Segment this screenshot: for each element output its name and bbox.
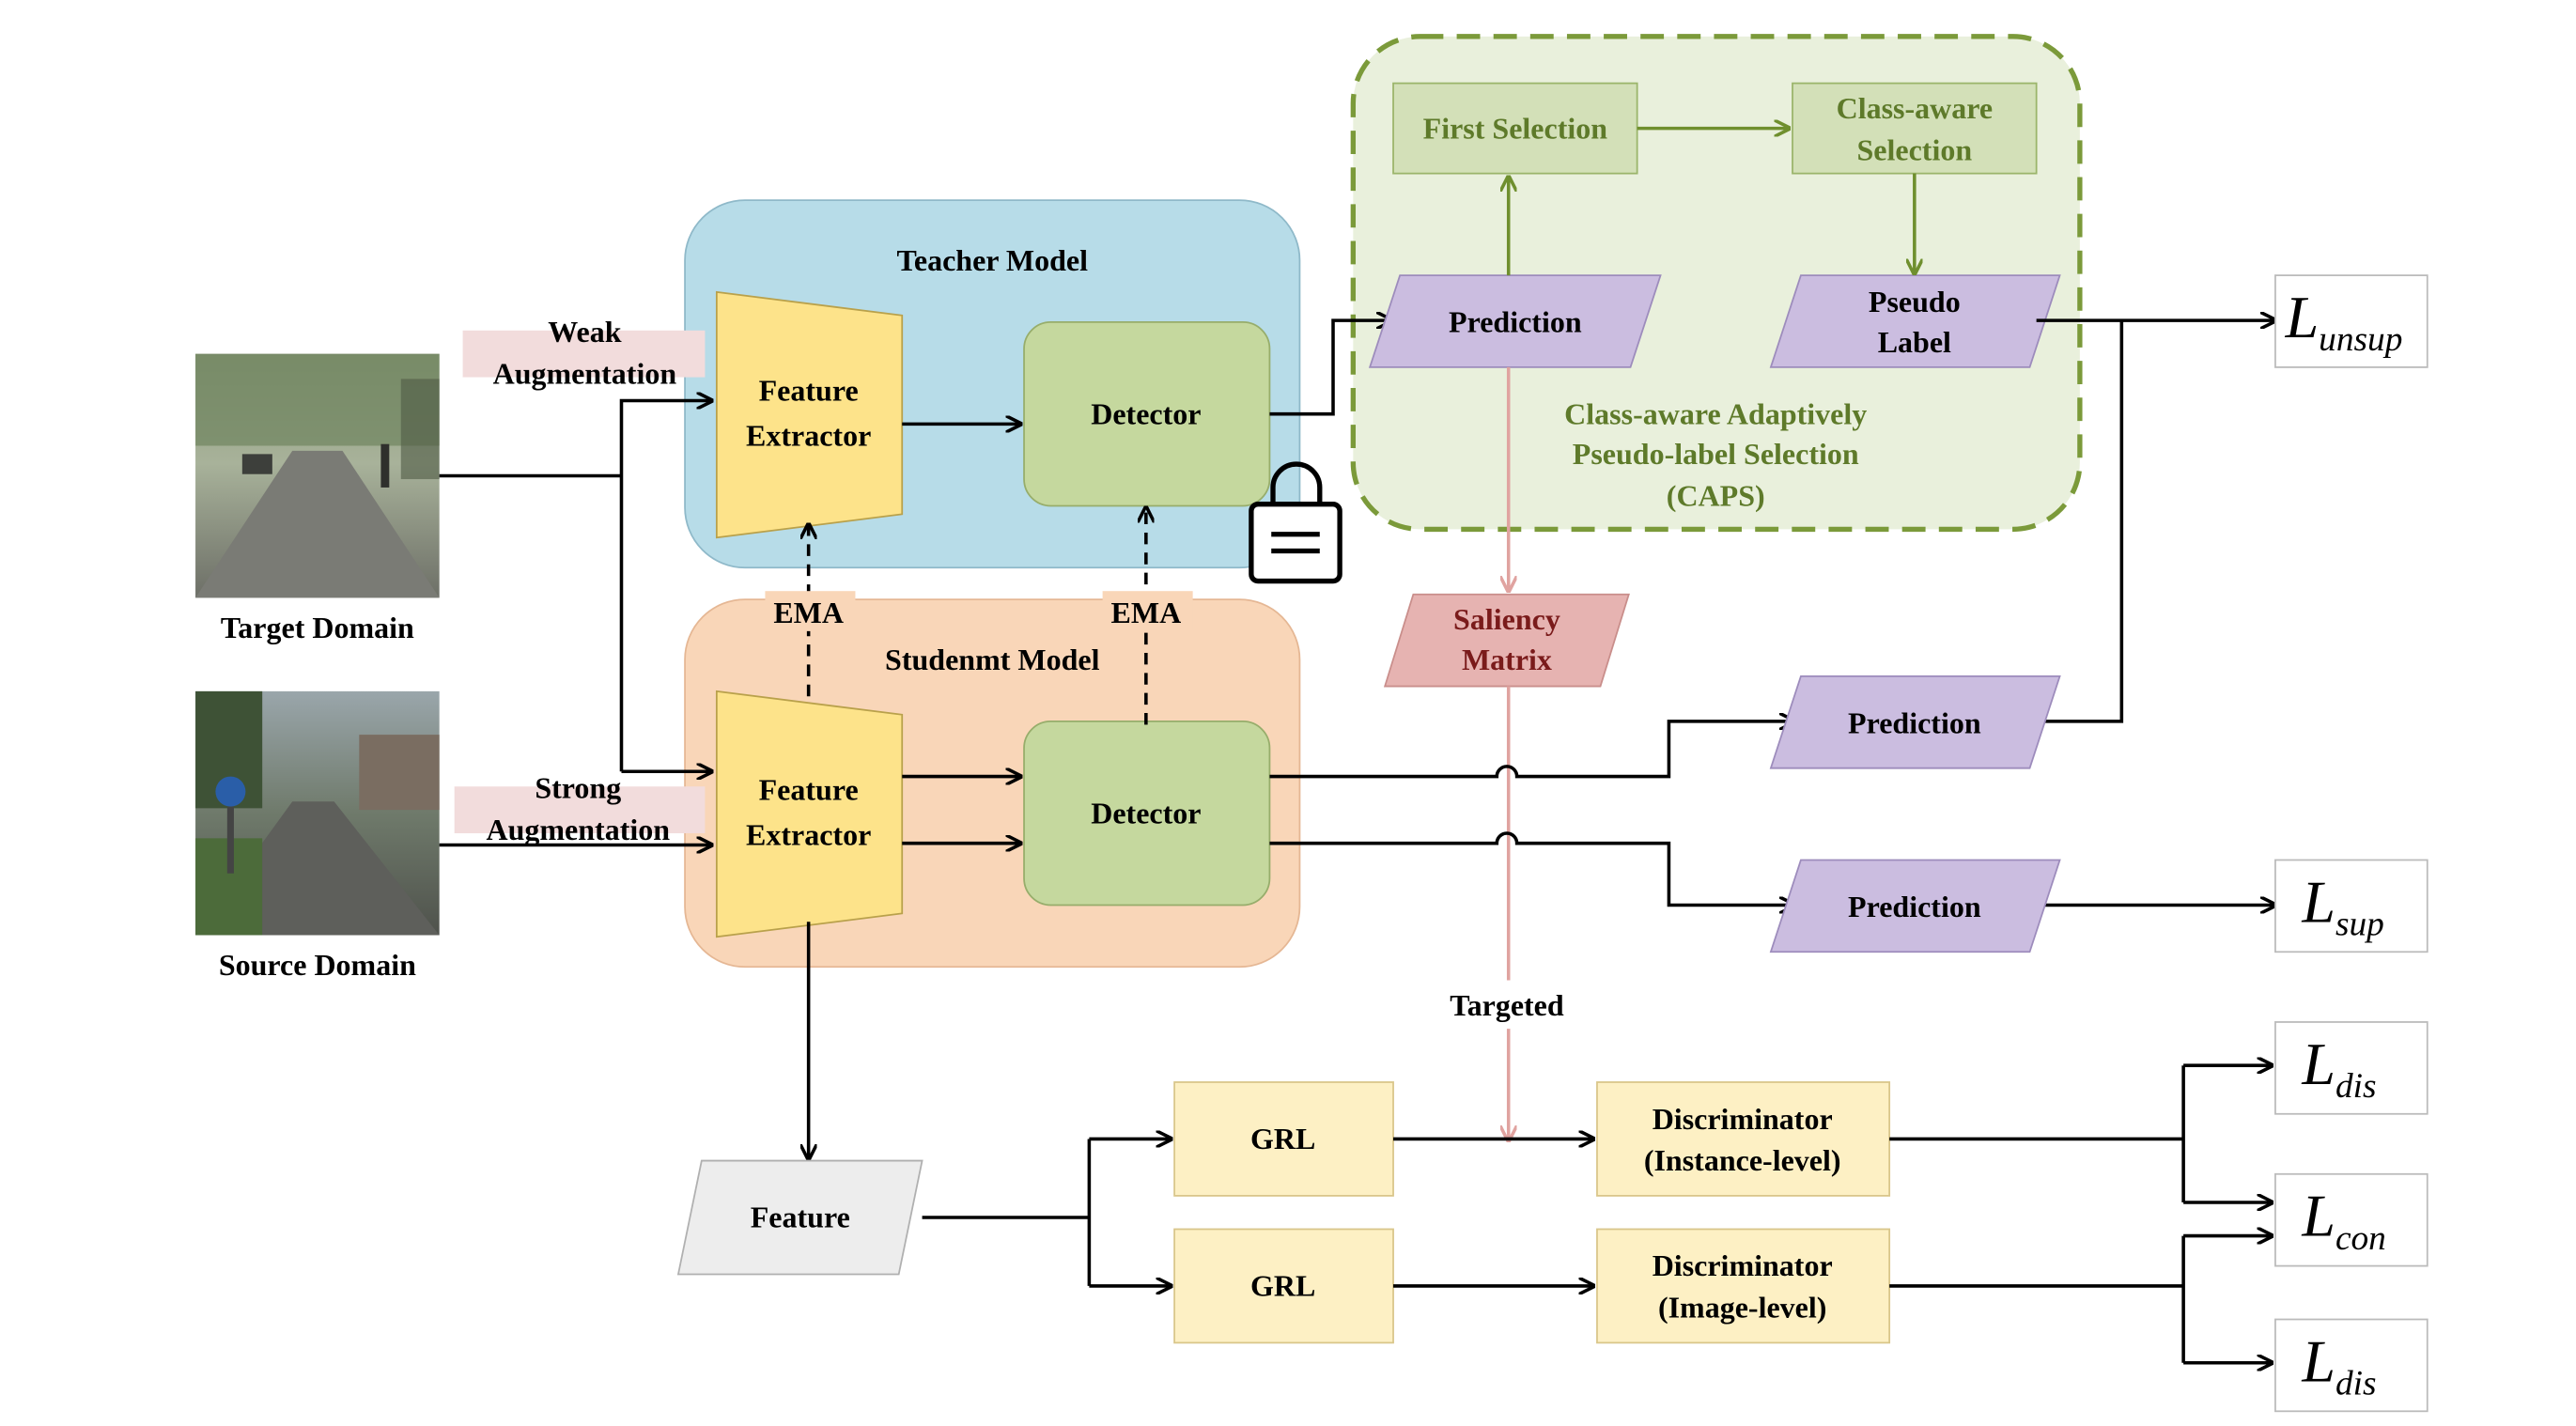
loss-con-box: Lcon [2274, 1172, 2429, 1267]
student-model-title: Studenmt Model [885, 643, 1100, 676]
ema-label-2: EMA [1111, 596, 1182, 629]
discriminator-image-box [1596, 1228, 1891, 1344]
strong-augmentation-label-2: Augmentation [486, 813, 670, 846]
ema-label-bg-1 [765, 591, 856, 631]
caps-arrows [1509, 129, 1915, 276]
source-domain-image [195, 690, 440, 936]
caps-prediction-label: Prediction [1449, 305, 1582, 339]
svg-text:Ldis: Ldis [2301, 1031, 2376, 1106]
loss-dis1-sub: dis [2335, 1067, 2377, 1106]
pseudo-label-text-2: Label [1878, 325, 1951, 359]
loss-unsup-box: Lunsup [2274, 274, 2429, 368]
strong-augmentation-bg [454, 786, 706, 834]
caps-title-3: (CAPS) [1667, 479, 1765, 513]
loss-con-base: L [2301, 1183, 2335, 1249]
student-feature-extractor [715, 690, 904, 938]
student-prediction-box-1 [1769, 674, 2061, 769]
target-domain-image [195, 353, 440, 598]
discriminator-instance-box [1596, 1081, 1891, 1197]
ema-label-1: EMA [773, 596, 844, 629]
pseudo-label-text-1: Pseudo [1869, 285, 1961, 318]
loss-dis2-sub: dis [2335, 1365, 2377, 1403]
pseudo-label-box [1769, 274, 2061, 368]
loss-dis-box-2: Ldis [2274, 1318, 2429, 1413]
discriminator-instance-label-1: Discriminator [1653, 1102, 1833, 1136]
student-extractor-label-1: Feature [759, 772, 859, 806]
adversarial-arrows [922, 1065, 2273, 1363]
caps-title-1: Class-aware Adaptively [1564, 396, 1867, 430]
svg-text:Lsup: Lsup [2301, 868, 2383, 943]
teacher-model-title: Teacher Model [896, 243, 1088, 277]
loss-dis2-base: L [2301, 1327, 2335, 1394]
feature-box [676, 1159, 923, 1276]
teacher-extractor-label-1: Feature [759, 373, 859, 407]
source-domain-label: Source Domain [219, 948, 416, 982]
saliency-matrix-box [1383, 593, 1630, 688]
student-output-arrows [1269, 320, 2274, 905]
loss-sup-box: Lsup [2274, 859, 2429, 953]
saliency-label-2: Matrix [1462, 643, 1552, 676]
student-prediction-box-2 [1769, 859, 2061, 953]
student-prediction-label-2: Prediction [1848, 890, 1981, 923]
grl-box-2 [1173, 1228, 1394, 1344]
lock-icon [1249, 461, 1342, 584]
svg-text:Ldis: Ldis [2301, 1327, 2376, 1403]
class-aware-label-2: Selection [1857, 132, 1973, 166]
teacher-feature-extractor [715, 290, 904, 539]
class-aware-label-1: Class-aware [1837, 91, 1993, 125]
target-domain-label: Target Domain [221, 611, 414, 644]
caps-title-2: Pseudo-label Selection [1573, 437, 1859, 471]
discriminator-image-label-2: (Image-level) [1658, 1291, 1826, 1325]
grl-label-2: GRL [1250, 1269, 1315, 1303]
grl-label-1: GRL [1250, 1122, 1315, 1155]
svg-text:Lcon: Lcon [2301, 1183, 2386, 1258]
weak-augmentation-label-2: Augmentation [493, 357, 677, 391]
student-extractor-label-2: Extractor [746, 817, 871, 851]
loss-con-sub: con [2335, 1219, 2386, 1258]
loss-dis1-base: L [2301, 1031, 2335, 1097]
first-selection-box [1392, 82, 1638, 175]
weak-augmentation-label-1: Weak [548, 315, 621, 349]
feature-label: Feature [751, 1201, 850, 1234]
targeted-label: Targeted [1450, 988, 1564, 1022]
caps-prediction-box [1368, 274, 1662, 368]
loss-sup-base: L [2301, 868, 2335, 935]
teacher-detector-label: Detector [1091, 396, 1201, 430]
ema-label-bg-2 [1102, 591, 1193, 631]
strong-augmentation-label-1: Strong [535, 771, 621, 805]
weak-augmentation-bg [462, 330, 706, 378]
loss-unsup-sub: unsup [2319, 320, 2402, 359]
student-prediction-label-1: Prediction [1848, 705, 1981, 739]
teacher-extractor-label-2: Extractor [746, 418, 871, 452]
loss-dis-box-1: Ldis [2274, 1021, 2429, 1115]
discriminator-image-label-1: Discriminator [1653, 1248, 1833, 1282]
grl-box-1 [1173, 1081, 1394, 1197]
first-selection-label: First Selection [1423, 111, 1608, 145]
loss-sup-sub: sup [2335, 906, 2384, 944]
saliency-label-1: Saliency [1453, 602, 1560, 636]
input-arrows [439, 320, 1392, 845]
loss-unsup-base: L [2285, 284, 2320, 350]
class-aware-selection-box [1792, 82, 2038, 175]
svg-text:Lunsup: Lunsup [2285, 284, 2403, 359]
discriminator-instance-label-2: (Instance-level) [1644, 1143, 1841, 1177]
student-detector-label: Detector [1091, 796, 1201, 829]
